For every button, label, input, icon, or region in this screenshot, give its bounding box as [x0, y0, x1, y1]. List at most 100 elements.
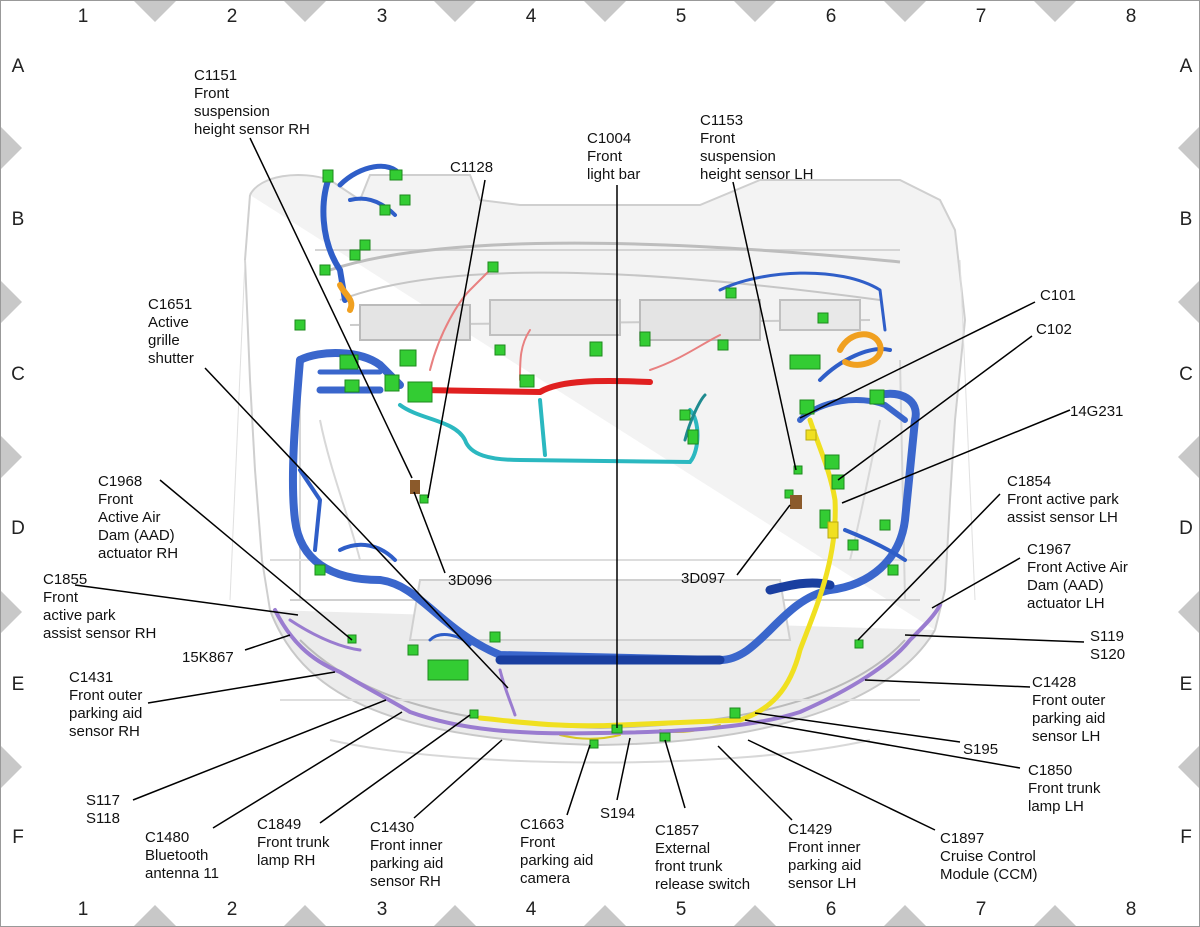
harness-red: [417, 269, 721, 396]
label-c1968-line-2: Active Air: [98, 509, 161, 526]
label-c1153-line-3: height sensor LH: [700, 166, 813, 183]
label-c1430-line-0: C1430: [370, 819, 414, 836]
label-c1855-line-1: Front: [43, 589, 79, 606]
connectors: [294, 169, 899, 749]
grid-marker-top-2: [433, 0, 477, 22]
grid-row-left-E: E: [12, 674, 25, 695]
grid-col-bottom-2: 2: [227, 899, 238, 920]
yellow-connectors: [805, 429, 839, 539]
label-s195: S195: [963, 741, 998, 758]
grid-row-right-A: A: [1180, 56, 1193, 77]
label-c1004-line-0: C1004: [587, 130, 631, 147]
grid-row-left-B: B: [12, 209, 25, 230]
label-c1428-line-3: sensor LH: [1032, 728, 1100, 745]
grid-col-bottom-4: 4: [526, 899, 537, 920]
label-g14g231: 14G231: [1070, 403, 1123, 420]
grid-marker-top-4: [733, 0, 777, 22]
label-c1968-line-3: Dam (AAD): [98, 527, 175, 544]
label-c1429-line-0: C1429: [788, 821, 832, 838]
label-c1651-line-2: grille: [148, 332, 180, 349]
grid-marker-top-6: [1033, 0, 1077, 22]
brown-connectors: [410, 480, 802, 509]
grid-marker-top-1: [283, 0, 327, 22]
label-c1430-line-3: sensor RH: [370, 873, 441, 890]
label-c1004-line-2: light bar: [587, 166, 640, 183]
label-c1663-line-0: C1663: [520, 816, 564, 833]
harness-blue: [288, 163, 920, 665]
grid-marker-right-0: [1178, 126, 1200, 170]
label-c1153-line-0: C1153: [700, 112, 743, 129]
harness-purple: [273, 603, 942, 736]
grid-col-top-1: 1: [78, 6, 89, 27]
label-c1855-line-0: C1855: [43, 571, 87, 588]
label-c1849-line-1: Front trunk: [257, 834, 330, 851]
grid-row-left-A: A: [12, 56, 25, 77]
label-c1153-line-2: suspension: [700, 148, 776, 165]
label-c1857-line-0: C1857: [655, 822, 699, 839]
label-c1430-line-2: parking aid: [370, 855, 443, 872]
label-c1849-line-2: lamp RH: [257, 852, 315, 869]
label-d3d097: 3D097: [681, 570, 725, 587]
label-c1967-line-2: Dam (AAD): [1027, 577, 1104, 594]
label-c1854-line-1: Front active park: [1007, 491, 1119, 508]
label-c1854-line-0: C1854: [1007, 473, 1051, 490]
grid-col-bottom-5: 5: [676, 899, 687, 920]
grid-marker-left-3: [0, 590, 22, 634]
label-s117-line-1: S118: [86, 810, 120, 827]
label-c1429-line-3: sensor LH: [788, 875, 856, 892]
label-s119-line-0: S119: [1090, 628, 1124, 645]
label-c1480-line-0: C1480: [145, 829, 189, 846]
grid-col-top-6: 6: [826, 6, 837, 27]
grid-marker-bottom-1: [283, 905, 327, 927]
label-c101: C101: [1040, 287, 1076, 304]
label-c101-line-0: C101: [1040, 287, 1076, 304]
grid-marker-left-0: [0, 126, 22, 170]
grid-marker-left-2: [0, 435, 22, 479]
label-c1151-line-3: height sensor RH: [194, 121, 310, 138]
label-c1128: C1128: [450, 159, 493, 176]
grid-col-top-3: 3: [377, 6, 388, 27]
label-c1857-line-2: front trunk: [655, 858, 723, 875]
grid-col-top-7: 7: [976, 6, 987, 27]
label-c1431-line-3: sensor RH: [69, 723, 140, 740]
label-c1429-line-1: Front inner: [788, 839, 861, 856]
grid-row-right-D: D: [1179, 518, 1193, 539]
label-c1430-line-1: Front inner: [370, 837, 443, 854]
grid-col-bottom-7: 7: [976, 899, 987, 920]
label-c1849-line-0: C1849: [257, 816, 301, 833]
label-c1850-line-0: C1850: [1028, 762, 1072, 779]
grid-col-bottom-3: 3: [377, 899, 388, 920]
label-c1897-line-2: Module (CCM): [940, 866, 1038, 883]
grid-row-right-E: E: [1180, 674, 1193, 695]
label-c1151-line-1: Front: [194, 85, 230, 102]
vehicle-body: [229, 174, 976, 764]
label-c1897-line-0: C1897: [940, 830, 984, 847]
grid-marker-bottom-0: [133, 905, 177, 927]
label-c1967-line-3: actuator LH: [1027, 595, 1105, 612]
label-s195-line-0: S195: [963, 741, 998, 758]
grid-marker-left-1: [0, 280, 22, 324]
label-c1857-line-3: release switch: [655, 876, 750, 893]
orange-components: [337, 282, 884, 368]
grid-marker-bottom-5: [883, 905, 927, 927]
label-g14g231-line-0: 14G231: [1070, 403, 1123, 420]
label-c1854-line-2: assist sensor LH: [1007, 509, 1118, 526]
label-k15k867: 15K867: [182, 649, 234, 666]
